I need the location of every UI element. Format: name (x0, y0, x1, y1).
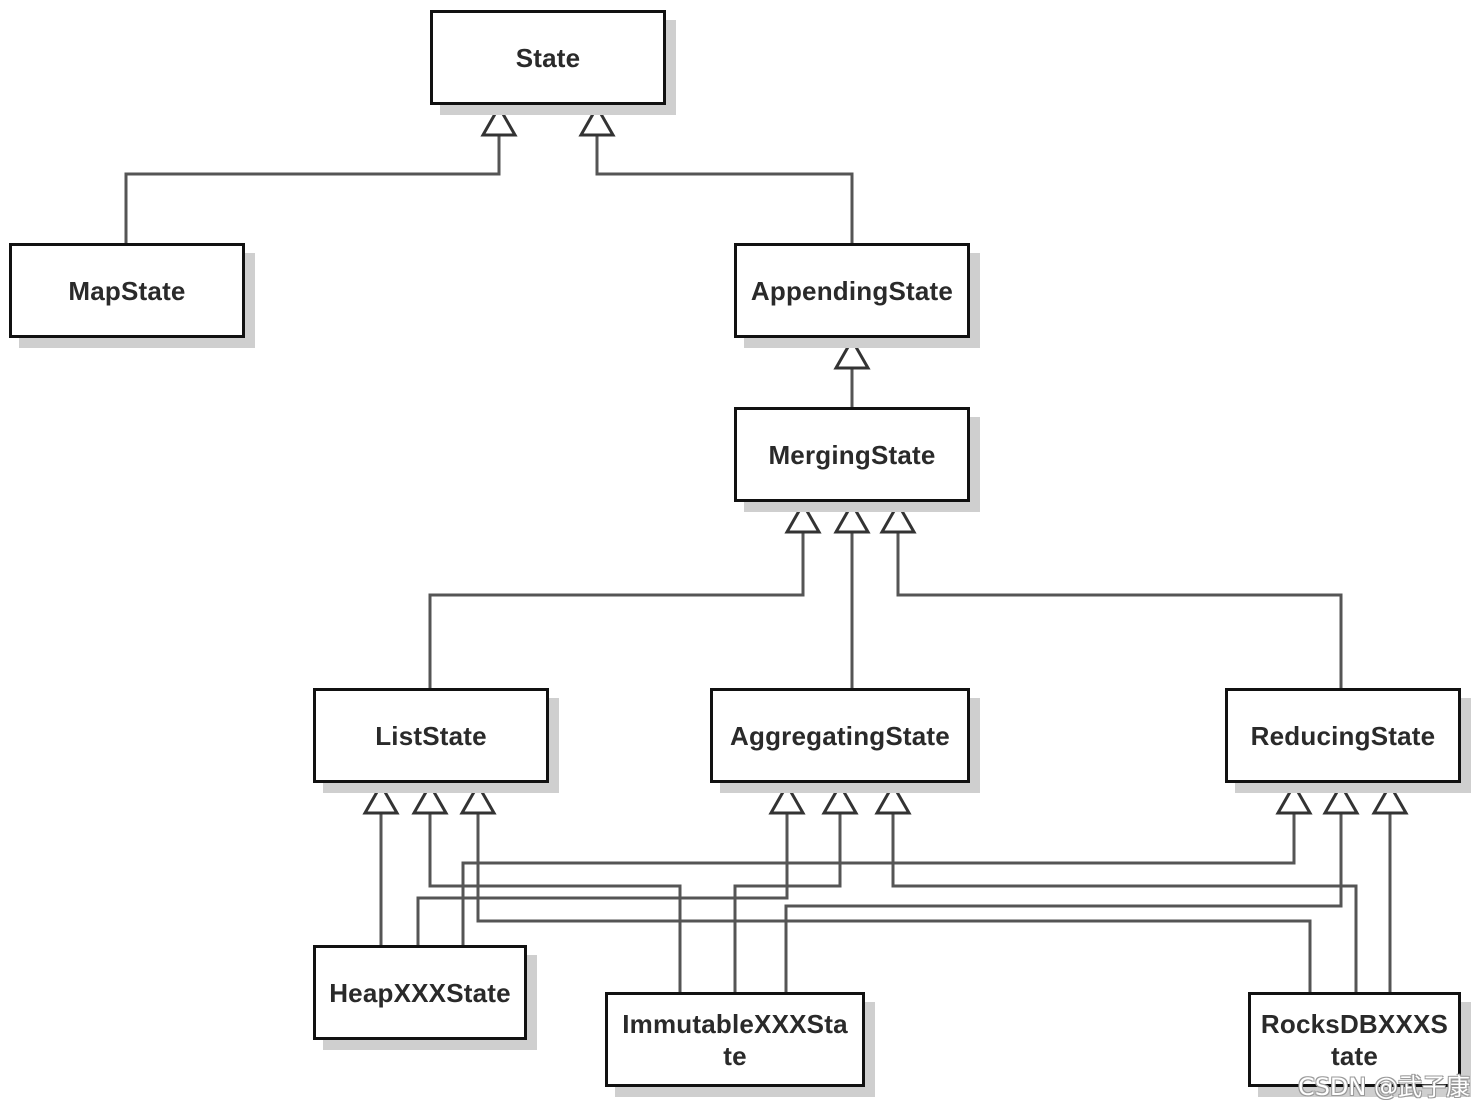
inheritance-arrowhead (459, 781, 497, 815)
inheritance-arrowhead (833, 336, 871, 370)
rocksdb-state-box[interactable]: RocksDBXXXS tate (1248, 992, 1461, 1087)
merging-state-label: MergingState (768, 439, 936, 470)
reducing-state-box[interactable]: ReducingState (1225, 688, 1461, 783)
appending-state-box[interactable]: AppendingState (734, 243, 970, 338)
map-state-label: MapState (68, 275, 186, 306)
appending-state-edge (595, 135, 854, 243)
immutable-list-edge (428, 813, 682, 992)
reducing-state-edge (896, 532, 1343, 688)
inheritance-arrowhead (821, 781, 859, 815)
map-state-edge (124, 135, 501, 243)
state-box[interactable]: State (430, 10, 666, 105)
reducing-state-label: ReducingState (1250, 720, 1436, 751)
inheritance-arrowhead (879, 500, 917, 534)
aggregating-state-box[interactable]: AggregatingState (710, 688, 970, 783)
immutable-aggregating-edge (733, 813, 842, 992)
immutable-reducing-edge (784, 813, 1343, 992)
inheritance-arrowhead (480, 103, 518, 137)
inheritance-arrowhead (833, 500, 871, 534)
inheritance-arrowhead (362, 781, 400, 815)
heap-aggregating-edge (416, 813, 789, 945)
inheritance-arrowhead (411, 781, 449, 815)
inheritance-arrowhead (784, 500, 822, 534)
rocksdb-state-label: RocksDBXXXS tate (1260, 1008, 1449, 1071)
immutable-state-label: ImmutableXXXSta te (622, 1008, 848, 1071)
appending-state-label: AppendingState (750, 275, 954, 306)
inheritance-arrowhead (768, 781, 806, 815)
map-state-box[interactable]: MapState (9, 243, 245, 338)
watermark-text: CSDN @武子康 (1297, 1073, 1470, 1101)
heap-state-label: HeapXXXState (329, 977, 511, 1008)
aggregating-state-label: AggregatingState (730, 720, 950, 751)
immutable-state-box[interactable]: ImmutableXXXSta te (605, 992, 865, 1087)
rocksdb-aggregating-edge (891, 813, 1358, 992)
list-state-label: ListState (375, 720, 487, 751)
inheritance-arrowhead (1322, 781, 1360, 815)
merging-state-box[interactable]: MergingState (734, 407, 970, 502)
list-state-edge (428, 532, 805, 688)
rocksdb-list-edge (476, 813, 1312, 992)
state-label: State (515, 42, 581, 73)
inheritance-arrowhead (874, 781, 912, 815)
inheritance-arrowhead (1275, 781, 1313, 815)
inheritance-arrowhead (578, 103, 616, 137)
inheritance-arrowhead (1371, 781, 1409, 815)
heap-state-box[interactable]: HeapXXXState (313, 945, 527, 1040)
heap-reducing-edge (461, 813, 1296, 945)
list-state-box[interactable]: ListState (313, 688, 549, 783)
